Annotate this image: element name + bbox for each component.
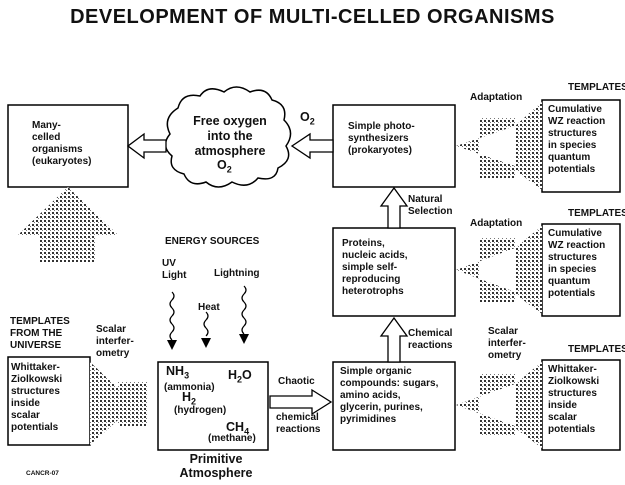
heat-squiggle [203, 311, 209, 337]
methane-label: (methane) [208, 433, 256, 444]
lightning-squiggle [241, 285, 247, 335]
uv-light-label: UV Light [162, 258, 187, 281]
stipple-arrow-left [90, 362, 158, 445]
hydrogen-label: (hydrogen) [174, 405, 227, 416]
proteins-box [332, 227, 456, 317]
o2-label: O2 [300, 110, 315, 127]
scalar-left-label: Scalar interfer- ometry [96, 324, 134, 359]
eukaryotes-label: Many- celled organisms (eukaryotes) [32, 120, 92, 167]
templates-2-label: TEMPLATES [568, 208, 625, 219]
cum1-label: Cumulative WZ reaction structures in spe… [548, 104, 606, 175]
adaptation-2-label: Adaptation [470, 218, 523, 229]
arrow-cloud-to-eukaryotes [126, 132, 167, 160]
lightning-label: Lightning [214, 268, 260, 279]
scalar-right-label: Scalar interfer- ometry [488, 326, 526, 361]
wz-right-label: Whittaker- Ziolkowski structures inside … [548, 364, 600, 435]
cum1-box [541, 99, 621, 193]
chemical-reactions-bottom-label: chemical reactions [276, 412, 321, 435]
figure-code: CANCR-07 [26, 470, 59, 477]
uv-squiggle [169, 291, 175, 341]
templates-1-label: TEMPLATES [568, 82, 625, 93]
stipple-arrow-eukaryotes [18, 187, 118, 262]
chemical-reactions-top-label: Chemical reactions [408, 328, 453, 351]
atmosphere-box [157, 361, 269, 451]
ch4-label: CH4 [226, 420, 250, 437]
wz-left-label: Whittaker- Ziolkowski structures inside … [11, 362, 63, 433]
templates-3-label: TEMPLATES [568, 344, 625, 355]
arrow-proteins-to-prokaryotes [379, 186, 409, 229]
templates-universe-label: TEMPLATES FROM THE UNIVERSE [10, 316, 70, 351]
stipple-arrow-cum1 [456, 102, 542, 190]
h2-label: H2 [182, 390, 197, 407]
ammonia-label: (ammonia) [164, 382, 215, 393]
wz-right-box [541, 359, 621, 451]
stipple-arrow-cum2 [456, 226, 542, 314]
heat-label: Heat [198, 302, 220, 313]
energy-sources-label: ENERGY SOURCES [165, 236, 260, 247]
natural-selection-label: Natural Selection [408, 194, 453, 217]
arrow-atmosphere-to-organic [269, 388, 333, 416]
stipple-arrow-wz-right [456, 362, 542, 448]
cum2-label: Cumulative WZ reaction structures in spe… [548, 228, 606, 299]
nh3-label: NH3 [166, 364, 190, 381]
wz-left-box [7, 356, 91, 446]
arrow-organic-to-proteins [379, 316, 409, 363]
proteins-label: Proteins, nucleic acids, simple self- re… [342, 238, 408, 297]
cum2-box [541, 223, 621, 317]
arrow-prokaryotes-to-cloud [290, 132, 334, 160]
organic-box [332, 361, 456, 451]
prokaryotes-label: Simple photo- synthesizers (prokaryotes) [348, 121, 415, 156]
atmosphere-caption: Primitive Atmosphere [179, 452, 253, 480]
cloud-label: Free oxygen into the atmosphere [193, 114, 267, 158]
adaptation-1-label: Adaptation [470, 92, 523, 103]
h2o-label: H2O [228, 368, 252, 385]
oxygen-cloud [164, 86, 292, 188]
chaotic-label: Chaotic [278, 376, 315, 387]
organic-label: Simple organic compounds: sugars, amino … [340, 366, 439, 425]
page-title: DEVELOPMENT OF MULTI-CELLED ORGANISMS [70, 6, 555, 28]
cloud-o2-label: O2 [217, 158, 232, 175]
